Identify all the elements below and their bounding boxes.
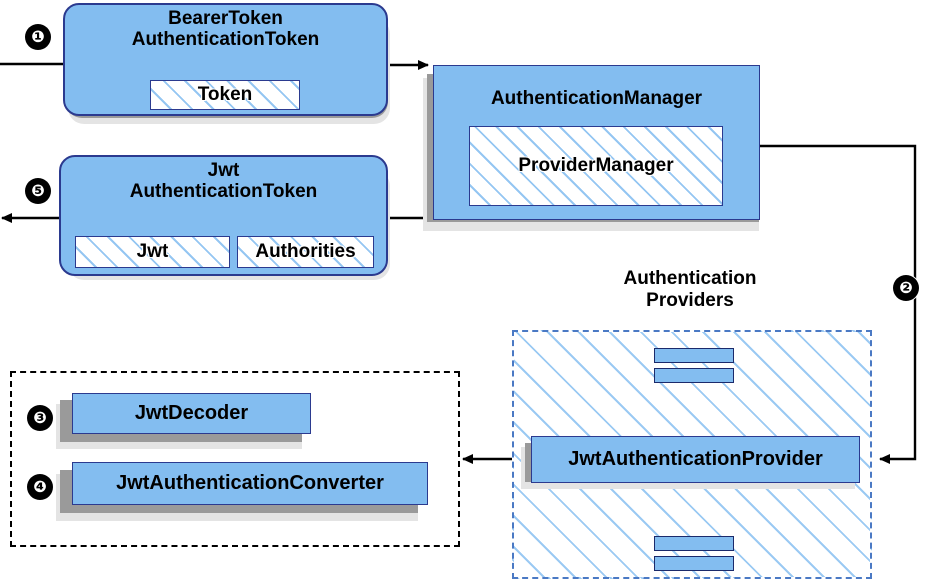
jwt-authentication-provider-body[interactable]: JwtAuthenticationProvider [531, 436, 860, 483]
slot-authorities-label: Authorities [255, 241, 356, 262]
slot-jwt-label: Jwt [136, 241, 169, 262]
jwt-authentication-converter-label: JwtAuthenticationConverter [116, 472, 384, 494]
jwt-authentication-token-title: Jwt AuthenticationToken [129, 160, 318, 203]
slot-jwt: Jwt [75, 236, 230, 268]
slot-authorities: Authorities [237, 236, 374, 268]
provider-placeholder-bar [654, 556, 734, 571]
step-badge-2: ❷ [893, 275, 919, 301]
slot-token: Token [150, 80, 300, 110]
step-badge-5: ❺ [25, 178, 51, 204]
slot-token-label: Token [197, 84, 253, 105]
jwt-decoder-body[interactable]: JwtDecoder [72, 393, 311, 434]
bearer-token-title: BearerToken AuthenticationToken [131, 8, 320, 51]
authentication-providers-title: Authentication Providers [623, 268, 757, 311]
jwt-authentication-provider-label: JwtAuthenticationProvider [568, 448, 823, 470]
step-badge-4: ❹ [27, 474, 53, 500]
slot-provider-manager: ProviderManager [469, 126, 723, 206]
step-badge-1: ❶ [25, 24, 51, 50]
provider-placeholder-bar [654, 536, 734, 551]
provider-placeholder-bar [654, 368, 734, 383]
jwt-authentication-converter-body[interactable]: JwtAuthenticationConverter [72, 462, 428, 505]
authentication-manager-title: AuthenticationManager [490, 88, 703, 109]
slot-provider-manager-label: ProviderManager [518, 155, 674, 176]
provider-placeholder-bar [654, 348, 734, 363]
jwt-decoder-label: JwtDecoder [134, 402, 249, 424]
step-badge-3: ❸ [27, 405, 53, 431]
